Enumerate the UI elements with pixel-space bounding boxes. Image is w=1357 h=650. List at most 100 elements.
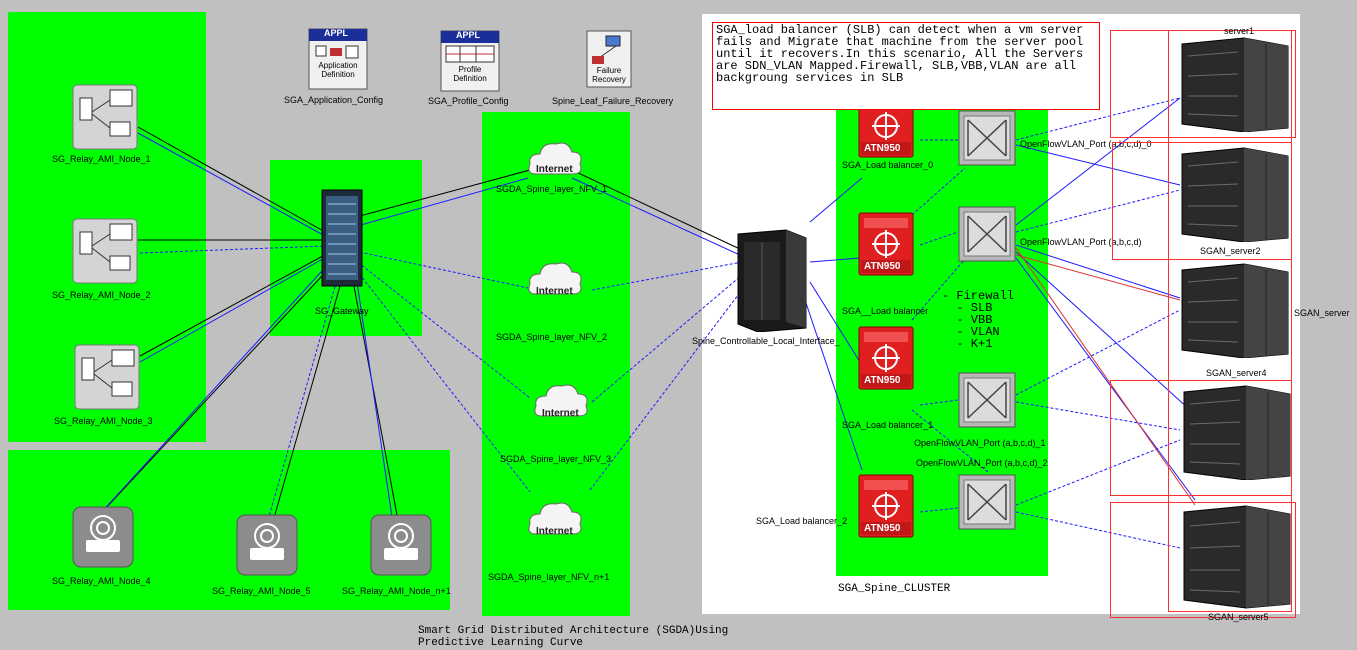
switch-3[interactable] bbox=[958, 474, 1016, 530]
gateway-rack-icon bbox=[321, 189, 363, 287]
load-balancer-2[interactable]: ATN950 bbox=[858, 326, 914, 390]
switch-port-label: OpenFlowVLAN_Port (a,b,c,d)_0 bbox=[1020, 139, 1152, 149]
link-blue bbox=[137, 132, 326, 237]
link-blue bbox=[349, 177, 529, 229]
link-blue bbox=[139, 255, 329, 363]
link-blue bbox=[267, 261, 343, 521]
router-badge: ATN950 bbox=[864, 375, 901, 386]
spine-controller[interactable] bbox=[736, 228, 808, 332]
load-balancer-label: SGA_Load balancer_0 bbox=[842, 160, 934, 170]
controller-server-icon bbox=[737, 229, 807, 332]
switch-1[interactable] bbox=[958, 206, 1016, 262]
link-red bbox=[1015, 247, 1196, 506]
failure-recovery-label: Spine_Leaf_Failure_Recovery bbox=[552, 96, 674, 106]
server-cabinet-icon bbox=[1181, 147, 1289, 242]
spine-nfv-label: SGDA_Spine_layer_NFV_1 bbox=[496, 184, 608, 194]
relay-node-2[interactable] bbox=[72, 218, 138, 284]
server-label: SGAN_server4 bbox=[1206, 368, 1267, 378]
relay-node-5[interactable] bbox=[236, 514, 298, 576]
link-blue bbox=[1015, 257, 1196, 501]
relay-node-1[interactable] bbox=[72, 84, 138, 150]
wireless-router-icon bbox=[370, 514, 432, 576]
link-solid bbox=[137, 126, 328, 234]
link-blue bbox=[1015, 189, 1181, 233]
link-red bbox=[1015, 254, 1181, 301]
load-balancer-1[interactable]: ATN950 bbox=[858, 212, 914, 276]
router-badge: ATN950 bbox=[864, 261, 901, 272]
switch-0[interactable] bbox=[958, 110, 1016, 166]
relay-node-label: SG_Relay_AMI_Node_2 bbox=[52, 290, 151, 300]
router-badge: ATN950 bbox=[864, 143, 901, 154]
load-balancer-3[interactable]: ATN950 bbox=[858, 474, 914, 538]
router-icon bbox=[858, 326, 914, 390]
internet-text: Internet bbox=[536, 286, 573, 297]
link-blue bbox=[591, 274, 743, 403]
wireless-router-icon bbox=[72, 506, 134, 568]
application-definition-text: Application Definition bbox=[318, 61, 358, 79]
server-4[interactable] bbox=[1180, 384, 1292, 480]
appl-badge: APPL bbox=[324, 28, 349, 38]
workstation-icon bbox=[72, 84, 138, 150]
relay-node-n1[interactable] bbox=[370, 514, 432, 576]
server-1[interactable] bbox=[1178, 36, 1290, 132]
profile-config[interactable]: APPL Profile Definition bbox=[440, 30, 500, 92]
link-blue bbox=[97, 259, 333, 517]
switch-icon bbox=[958, 110, 1016, 166]
cloud-icon bbox=[528, 262, 582, 295]
switch-port-label: OpenFlowVLAN_Port (a,b,c,d) bbox=[1020, 237, 1142, 247]
services-list: - Firewall - SLB - VBB - VLAN - K+1 bbox=[942, 289, 1015, 351]
link-blue bbox=[1015, 401, 1181, 431]
server-cabinet-icon bbox=[1183, 505, 1291, 609]
switch-2[interactable] bbox=[958, 372, 1016, 428]
relay-node-label: SG_Relay_AMI_Node_3 bbox=[54, 416, 153, 426]
link-blue bbox=[804, 299, 863, 471]
spine-nfv-3[interactable]: Internet bbox=[532, 382, 590, 422]
server-cabinet-icon bbox=[1181, 263, 1289, 358]
link-blue bbox=[589, 281, 749, 491]
server-5[interactable] bbox=[1180, 504, 1292, 610]
spine-nfv-n1[interactable]: Internet bbox=[526, 500, 584, 540]
server-group-box bbox=[1168, 30, 1292, 612]
link-blue bbox=[349, 261, 531, 493]
failure-recovery[interactable]: Failure Recovery bbox=[586, 30, 632, 88]
relay-node-label: SG_Relay_AMI_Node_1 bbox=[52, 154, 151, 164]
link-blue bbox=[1015, 97, 1181, 226]
server-label: SGAN_server bbox=[1294, 308, 1350, 318]
spine-nfv-2[interactable]: Internet bbox=[526, 260, 584, 300]
link-blue bbox=[1015, 439, 1181, 506]
wireless-router-icon bbox=[236, 514, 298, 576]
controller-label: Spine_Controllable_Local_Interface_ bbox=[692, 336, 840, 346]
router-icon bbox=[858, 474, 914, 538]
profile-definition-text: Profile Definition bbox=[453, 65, 487, 83]
application-config-label: SGA_Application_Config bbox=[284, 95, 384, 105]
link-blue bbox=[919, 399, 959, 406]
router-badge: ATN950 bbox=[864, 523, 901, 534]
switch-port-label: OpenFlowVLAN_Port (a,b,c,d)_2 bbox=[916, 458, 1048, 468]
link-blue bbox=[353, 261, 393, 518]
cloud-icon bbox=[534, 384, 588, 417]
server-cabinet-icon bbox=[1183, 385, 1291, 480]
link-solid bbox=[571, 169, 743, 251]
internet-text: Internet bbox=[542, 408, 579, 419]
server-3[interactable] bbox=[1178, 262, 1290, 358]
link-blue bbox=[911, 257, 967, 321]
server-2[interactable] bbox=[1178, 146, 1290, 242]
workstation-icon bbox=[72, 218, 138, 284]
load-balancer-label: SGA_Load balancer_2 bbox=[756, 516, 848, 526]
router-icon bbox=[858, 212, 914, 276]
gateway[interactable] bbox=[320, 188, 364, 288]
relay-node-4[interactable] bbox=[72, 506, 134, 568]
workstation-icon bbox=[74, 344, 140, 410]
cloud-icon bbox=[528, 502, 582, 535]
link-solid bbox=[273, 264, 347, 519]
switch-port-label: OpenFlowVLAN_Port (a,b,c,d)_1 bbox=[914, 438, 1046, 448]
switch-icon bbox=[958, 206, 1016, 262]
application-config[interactable]: APPL Application Definition bbox=[308, 28, 368, 90]
failure-recovery-icon bbox=[586, 30, 632, 88]
link-blue bbox=[809, 177, 863, 223]
link-blue bbox=[571, 177, 743, 257]
relay-node-3[interactable] bbox=[74, 344, 140, 410]
link-blue bbox=[591, 261, 743, 291]
spine-nfv-1[interactable]: Internet bbox=[526, 140, 584, 180]
